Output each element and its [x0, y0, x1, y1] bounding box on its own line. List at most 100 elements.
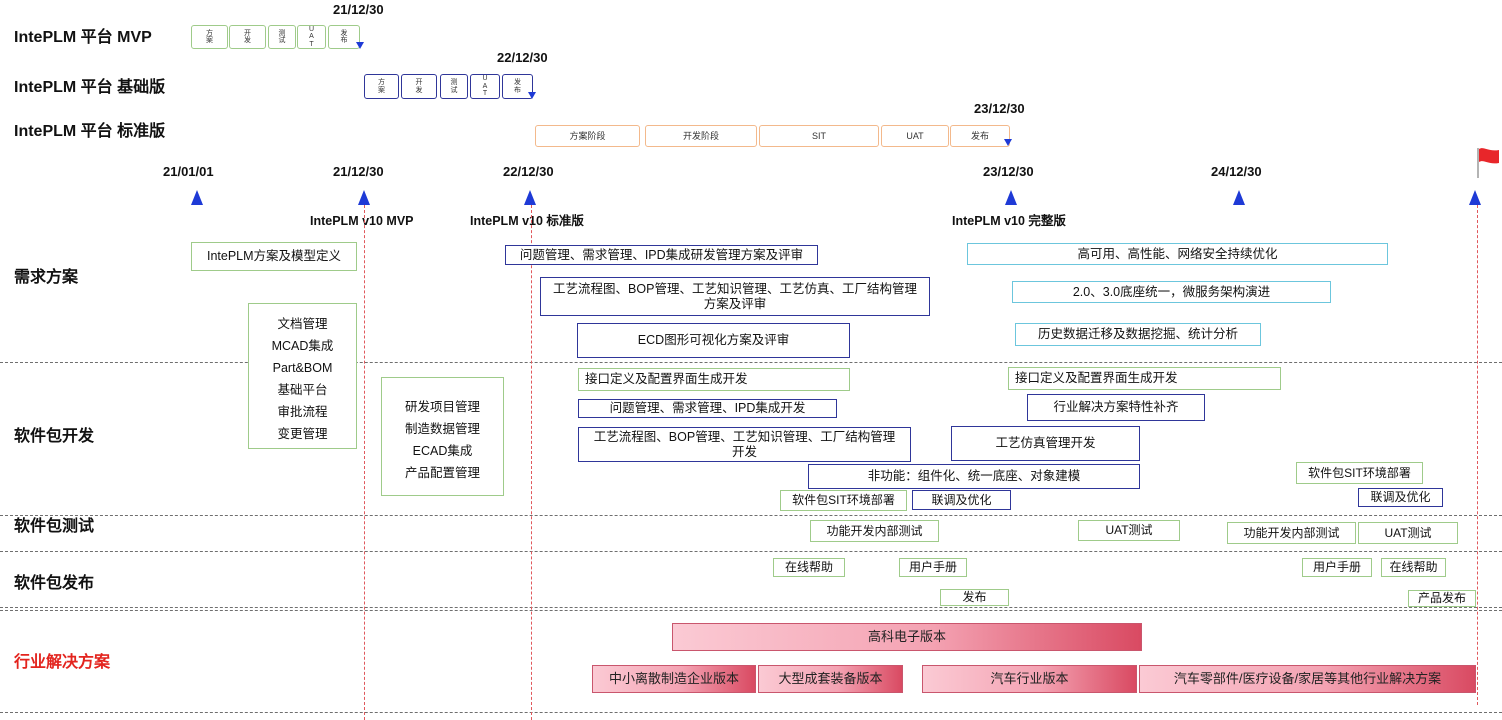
- milestone-guide-line: [1477, 205, 1478, 705]
- timeline-date: 24/12/30: [1211, 164, 1262, 179]
- module-item: Part&BOM: [272, 361, 333, 375]
- testing-task: UAT测试: [1078, 520, 1180, 541]
- milestone-guide-line: [531, 205, 532, 720]
- standard-phase: 发布: [950, 125, 1010, 147]
- base-phase: 方案: [364, 74, 399, 99]
- version-label: IntePLM v10 标准版: [470, 214, 584, 228]
- task-label: UAT测试: [1384, 525, 1432, 540]
- section-development-label: 软件包开发: [14, 428, 95, 445]
- development-task: 工艺流程图、BOP管理、工艺知识管理、工厂结构管理 开发: [578, 427, 911, 462]
- industry-version: 大型成套装备版本: [758, 665, 903, 693]
- industry-label: 汽车零部件/医疗设备/家居等其他行业解决方案: [1173, 671, 1442, 686]
- release-task: 产品发布: [1408, 590, 1476, 607]
- requirement-task: ECD图形可视化方案及评审: [577, 323, 850, 358]
- task-label: 接口定义及配置界面生成开发: [585, 372, 748, 386]
- task-label: 高可用、高性能、网络安全持续优化: [1077, 246, 1278, 261]
- milestone-marker-icon: [1005, 190, 1017, 205]
- development-task: 联调及优化: [912, 490, 1011, 510]
- module-item: 制造数据管理: [404, 422, 480, 436]
- platform-mvp-date: 21/12/30: [333, 2, 384, 17]
- mvp-phase: 方案: [191, 25, 228, 49]
- finish-flag-icon: [1477, 148, 1499, 178]
- task-label: ECD图形可视化方案及评审: [637, 333, 790, 347]
- release-task: 用户手册: [899, 558, 967, 577]
- phase-label: SIT: [811, 130, 826, 141]
- task-label: 在线帮助: [1389, 560, 1438, 574]
- phase-label: 开发: [415, 79, 423, 94]
- task-label: 功能开发内部测试: [826, 523, 923, 538]
- industry-version: 高科电子版本: [672, 623, 1142, 651]
- phase-end-arrow-icon: [1004, 139, 1012, 146]
- task-label: 发布: [962, 590, 987, 604]
- mvp-phase: UAT: [297, 25, 326, 49]
- timeline-date: 21/01/01: [163, 164, 214, 179]
- platform-standard-date: 23/12/30: [974, 101, 1025, 116]
- mvp-phase: 测试: [268, 25, 296, 49]
- task-label: IntePLM方案及模型定义: [206, 249, 342, 263]
- task-label: 工艺流程图、BOP管理、工艺知识管理、工厂结构管理 开发: [593, 429, 896, 459]
- testing-task: 功能开发内部测试: [810, 520, 939, 542]
- phase-label: 方案: [378, 79, 385, 94]
- requirement-task: IntePLM方案及模型定义: [191, 242, 357, 271]
- requirement-task: 高可用、高性能、网络安全持续优化: [967, 243, 1388, 265]
- module-item: 审批流程: [277, 405, 328, 419]
- standard-phase: 开发阶段: [645, 125, 757, 147]
- module-item: 产品配置管理: [404, 466, 480, 480]
- milestone-guide-line: [364, 205, 365, 720]
- module-item: 文档管理: [277, 317, 328, 331]
- section-industry-label: 行业解决方案: [14, 654, 111, 671]
- task-label: 行业解决方案特性补齐: [1053, 400, 1179, 414]
- task-label: 用户手册: [1312, 560, 1361, 574]
- section-requirements-label: 需求方案: [14, 269, 79, 286]
- module-item: 研发项目管理: [404, 400, 480, 414]
- module-item: 变更管理: [277, 427, 328, 441]
- module-item: MCAD集成: [271, 339, 334, 353]
- section-divider: [0, 362, 1502, 363]
- task-label: 历史数据迁移及数据挖掘、统计分析: [1037, 327, 1238, 341]
- phase-label: UAT: [906, 130, 924, 141]
- industry-label: 高科电子版本: [867, 629, 946, 644]
- timeline-date: 23/12/30: [983, 164, 1034, 179]
- phase-end-arrow-icon: [528, 92, 536, 99]
- release-task: 用户手册: [1302, 558, 1372, 577]
- development-task: 联调及优化: [1358, 488, 1443, 507]
- section-divider: [0, 712, 1502, 713]
- base-phase: 开发: [401, 74, 437, 99]
- testing-task: UAT测试: [1358, 522, 1458, 544]
- timeline-date: 21/12/30: [333, 164, 384, 179]
- phase-label: 发布: [340, 29, 348, 45]
- task-label: 在线帮助: [784, 560, 833, 574]
- task-label: 软件包SIT环境部署: [1308, 465, 1411, 480]
- task-label: 接口定义及配置界面生成开发: [1015, 371, 1178, 385]
- requirement-task: 工艺流程图、BOP管理、工艺知识管理、工艺仿真、工厂结构管理 方案及评审: [540, 277, 930, 316]
- task-label: 非功能：组件化、统一底座、对象建模: [867, 469, 1081, 483]
- industry-label: 中小离散制造企业版本: [608, 671, 739, 686]
- platform-standard-label: IntePLM 平台 标准版: [14, 123, 166, 140]
- task-label: 功能开发内部测试: [1243, 525, 1340, 540]
- phase-label: 测试: [278, 29, 286, 45]
- release-task: 发布: [940, 589, 1009, 606]
- section-divider-double: [0, 607, 1502, 611]
- section-release-label: 软件包发布: [14, 575, 95, 592]
- extended-modules: 研发项目管理 制造数据管理 ECAD集成 产品配置管理: [381, 377, 504, 496]
- phase-label: 发布: [970, 130, 989, 141]
- task-label: 问题管理、需求管理、IPD集成研发管理方案及评审: [519, 247, 804, 262]
- testing-task: 功能开发内部测试: [1227, 522, 1356, 544]
- task-label: 2.0、3.0底座统一，微服务架构演进: [1072, 284, 1271, 299]
- development-task: 软件包SIT环境部署: [1296, 462, 1423, 484]
- module-item: 基础平台: [277, 383, 328, 397]
- task-label: 联调及优化: [1370, 490, 1431, 504]
- platform-base-modules: 文档管理 MCAD集成 Part&BOM 基础平台 审批流程 变更管理: [248, 303, 357, 449]
- industry-version: 汽车零部件/医疗设备/家居等其他行业解决方案: [1139, 665, 1476, 693]
- milestone-marker-icon: [1469, 190, 1481, 205]
- task-label: 产品发布: [1417, 591, 1466, 605]
- phase-label: 方案阶段: [569, 130, 606, 141]
- milestone-marker-icon: [1233, 190, 1245, 205]
- development-task: 软件包SIT环境部署: [780, 490, 907, 511]
- task-label: 软件包SIT环境部署: [792, 493, 895, 507]
- task-label: 工艺流程图、BOP管理、工艺知识管理、工艺仿真、工厂结构管理 方案及评审: [553, 281, 917, 311]
- standard-phase: UAT: [881, 125, 949, 147]
- development-task: 接口定义及配置界面生成开发: [1008, 367, 1281, 390]
- milestone-marker-icon: [358, 190, 370, 205]
- development-task: 行业解决方案特性补齐: [1027, 394, 1205, 421]
